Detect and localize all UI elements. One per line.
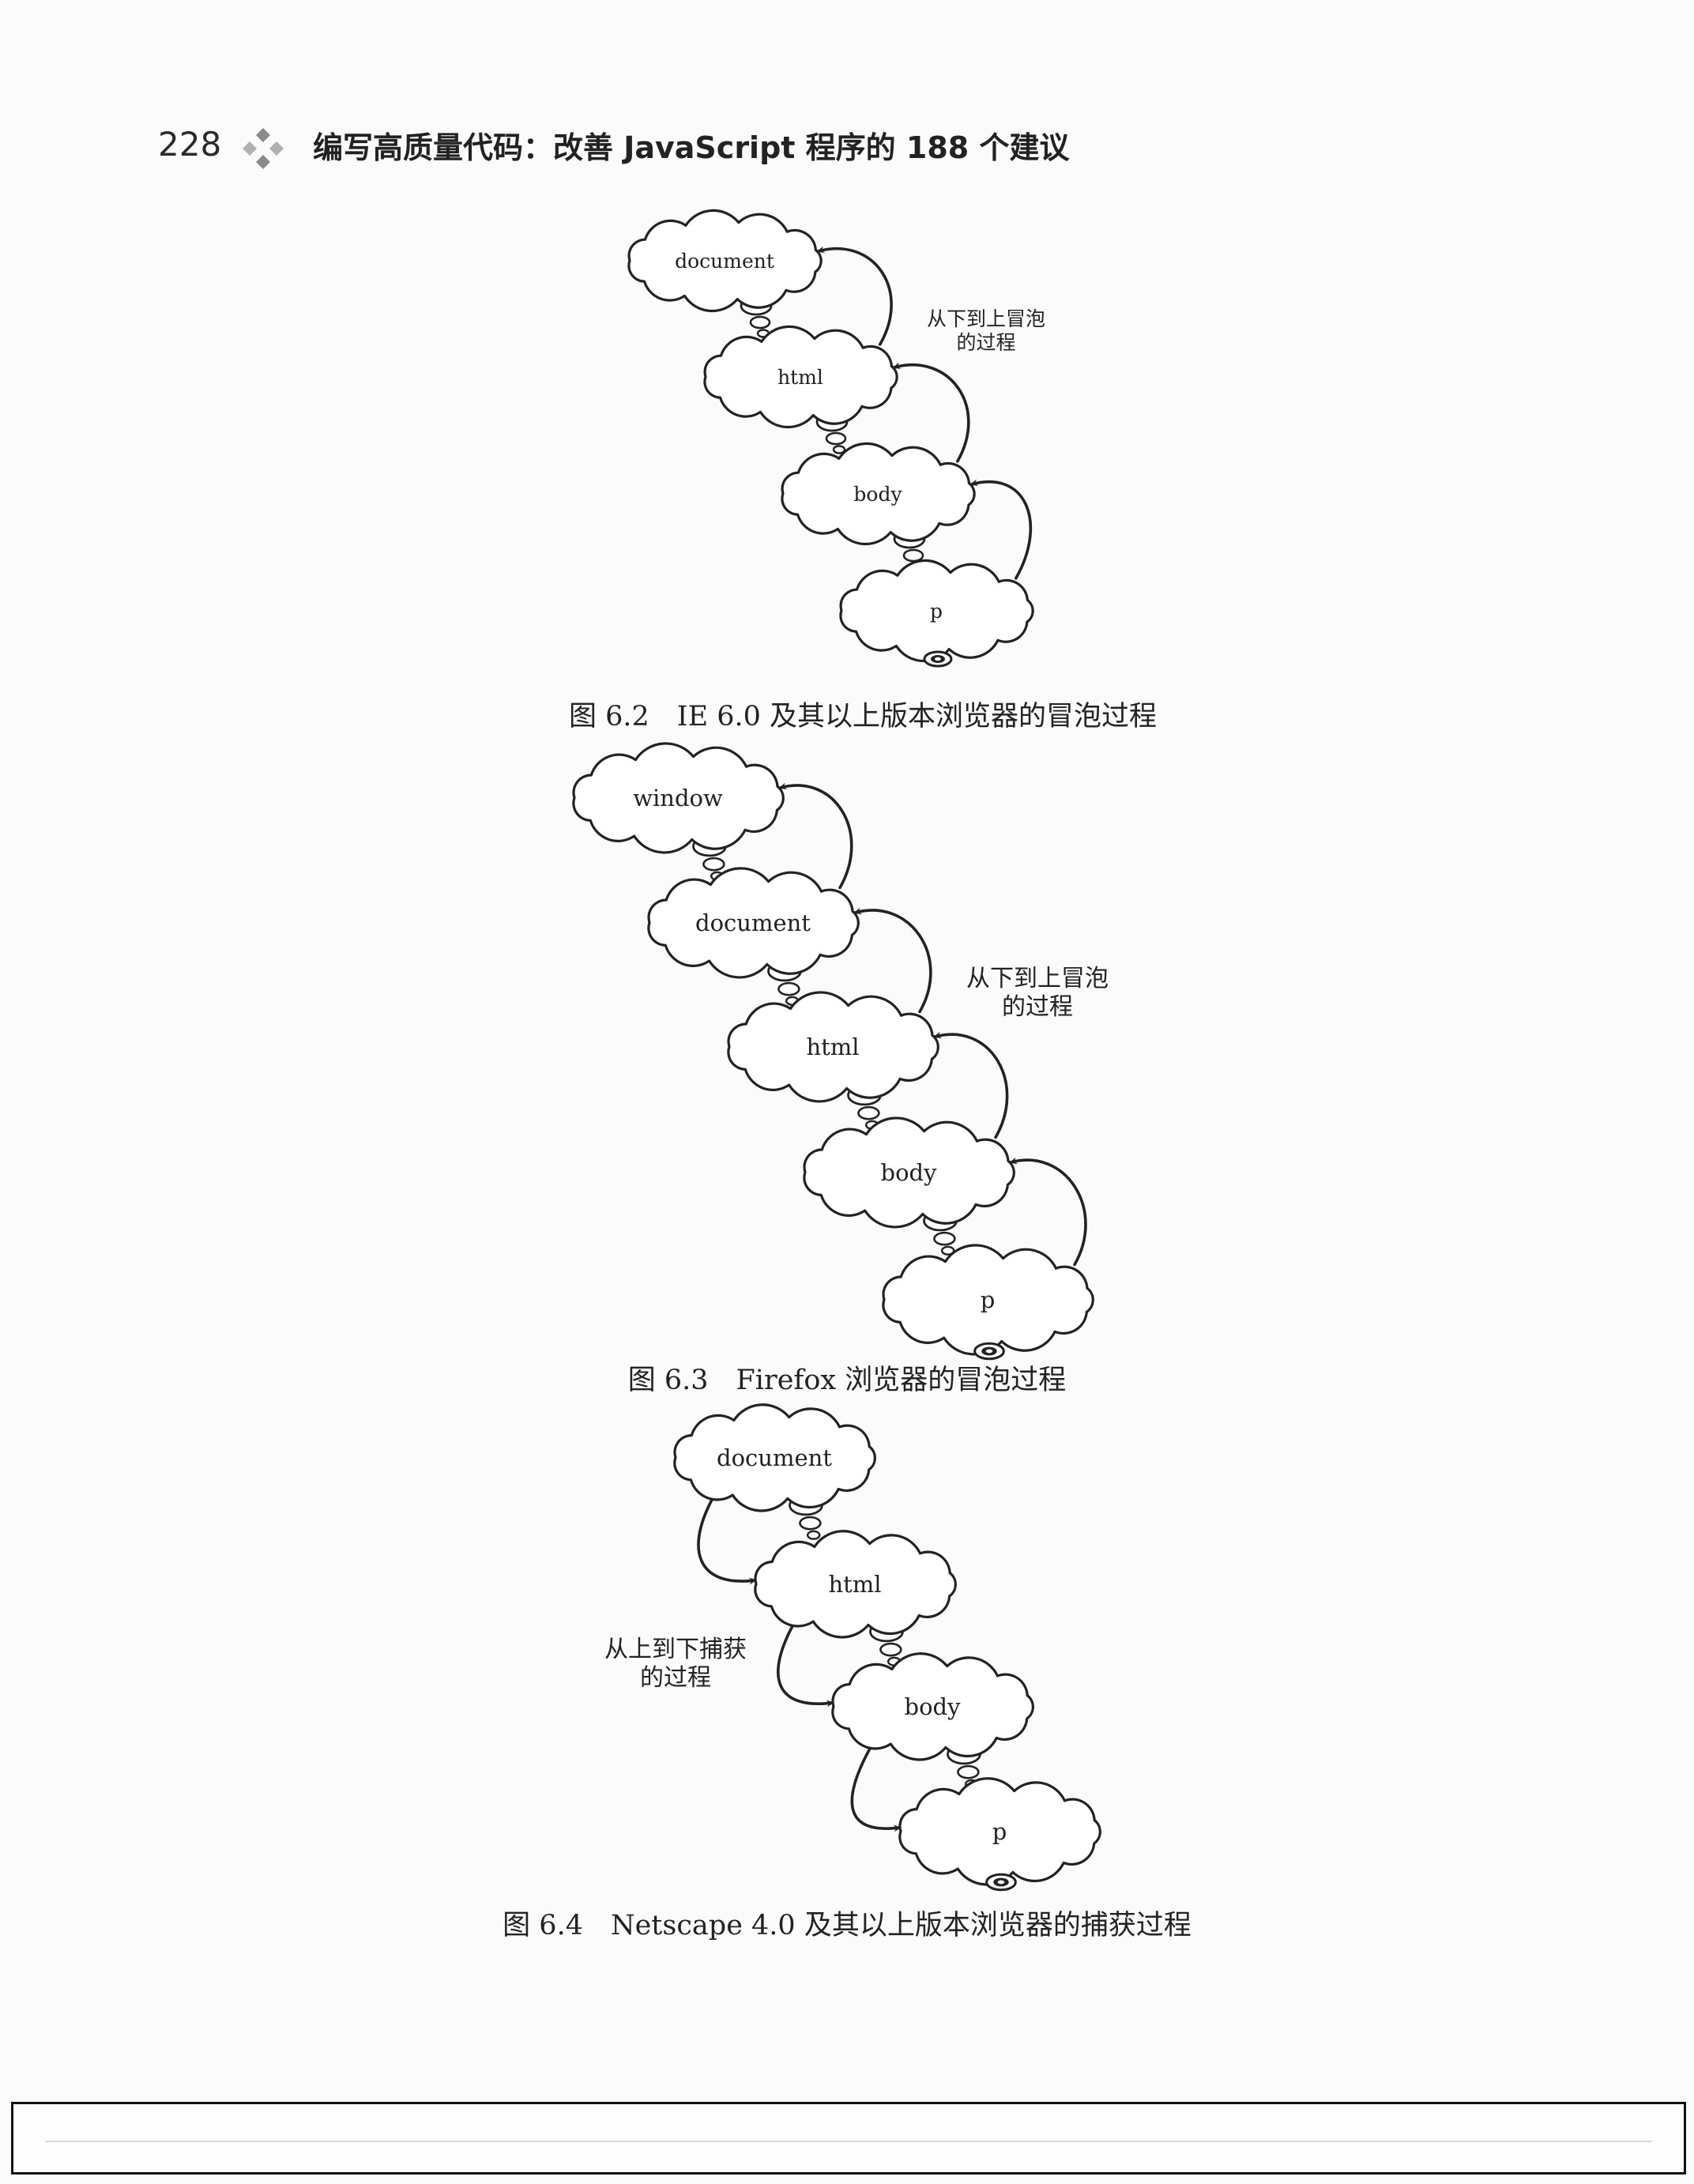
eye-icon (923, 650, 953, 668)
node-label: document (717, 1444, 832, 1471)
cloud-shape (754, 1530, 957, 1639)
figure-6-3: window document html body p 从下到上冒泡的过程 (572, 742, 1109, 1361)
figure-6-2: document html body p 从下到上冒泡的过程 (627, 209, 1045, 668)
bubbling-arrow (777, 782, 853, 890)
cloud-shape (673, 1403, 876, 1512)
cloud-shape (781, 442, 976, 546)
cloud-node-document: document (673, 1403, 876, 1512)
bubbling-arrow (969, 479, 1033, 580)
cloud-node-p: p (839, 559, 1034, 663)
flow-annotation: 从下到上冒泡的过程 (927, 307, 1045, 354)
cloud-shape (572, 742, 785, 854)
capturing-arrow (697, 1492, 758, 1585)
cloud-node-p: p (898, 1777, 1101, 1886)
node-label: p (981, 1286, 996, 1313)
cloud-node-html: html (703, 325, 898, 429)
node-label: body (905, 1693, 962, 1720)
node-label: p (992, 1818, 1007, 1845)
node-label: window (633, 785, 723, 811)
node-label: document (695, 909, 811, 936)
four-diamond-ornament-icon (243, 128, 284, 169)
figure-6-3-caption: 图 6.3 Firefox 浏览器的冒泡过程 (627, 1365, 1067, 1396)
footer-rule (45, 2141, 1652, 2142)
cloud-shape (898, 1777, 1101, 1886)
cloud-node-body: body (831, 1652, 1034, 1761)
bubbling-arrow (932, 1031, 1009, 1139)
cloud-node-html: html (727, 991, 939, 1103)
running-title: 编写高质量代码：改善 JavaScript 程序的 188 个建议 (313, 130, 1070, 165)
capturing-arrow (777, 1618, 835, 1708)
cloud-shape (627, 209, 823, 313)
cloud-node-document: document (627, 209, 823, 313)
cloud-node-p: p (882, 1244, 1094, 1356)
eye-icon (985, 1873, 1017, 1892)
node-label: p (930, 600, 943, 623)
cloud-shape (839, 559, 1034, 663)
page-header: 228 编写高质量代码：改善 JavaScript 程序的 188 个建议 (0, 0, 1694, 205)
cloud-node-body: body (803, 1116, 1015, 1229)
cloud-node-window: window (572, 742, 785, 854)
node-label: body (881, 1159, 938, 1186)
node-label: html (777, 366, 823, 389)
cloud-node-html: html (754, 1530, 957, 1639)
cloud-node-body: body (781, 442, 976, 546)
bubbling-arrow (891, 362, 970, 463)
flow-annotation: 从下到上冒泡的过程 (966, 965, 1109, 1021)
page-number: 228 (158, 125, 222, 164)
cloud-shape (831, 1652, 1034, 1761)
node-label: html (806, 1034, 859, 1060)
cloud-shape (727, 991, 939, 1103)
bubbling-arrow (1008, 1157, 1087, 1267)
bubbling-arrow (853, 907, 932, 1014)
figure-6-4-caption: 图 6.4 Netscape 4.0 及其以上版本浏览器的捕获过程 (503, 1910, 1191, 1941)
bubbling-arrow (815, 246, 893, 346)
cloud-shape (647, 867, 860, 979)
node-label: body (853, 483, 902, 506)
node-label: html (828, 1571, 881, 1598)
cloud-shape (703, 325, 898, 429)
figure-6-2-caption: 图 6.2 IE 6.0 及其以上版本浏览器的冒泡过程 (568, 701, 1158, 732)
figures-canvas: document html body p 从下到上冒泡的过程 window documen… (572, 209, 1109, 1892)
footer-box (11, 2102, 1686, 2175)
cloud-shape (803, 1116, 1015, 1229)
capturing-arrow (850, 1741, 902, 1832)
cloud-shape (882, 1244, 1094, 1356)
figure-6-4: document html body p 从上到下捕获的过程 (604, 1403, 1101, 1892)
cloud-node-document: document (647, 867, 860, 979)
node-label: document (675, 250, 774, 273)
flow-annotation: 从上到下捕获的过程 (604, 1636, 747, 1692)
eye-icon (973, 1342, 1005, 1361)
